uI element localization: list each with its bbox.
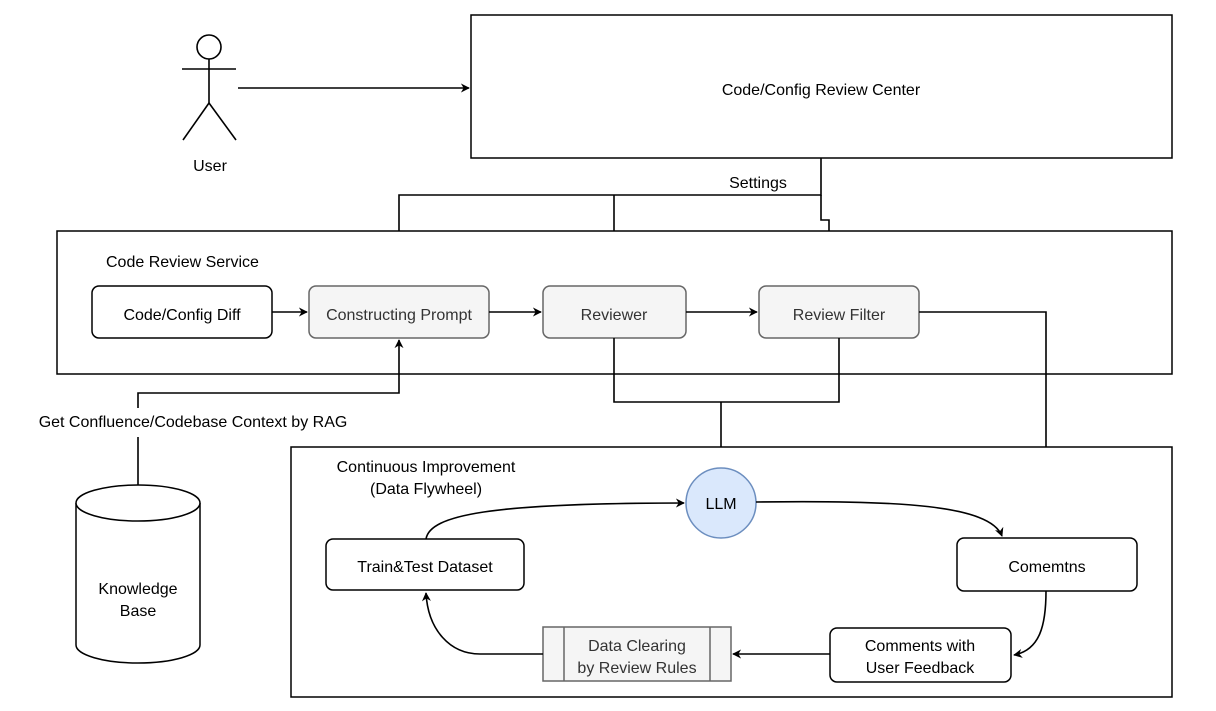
code-review-service-title: Code Review Service	[106, 254, 259, 271]
settings-label: Settings	[729, 175, 787, 192]
rag-label: Get Confluence/Codebase Context by RAG	[39, 414, 348, 431]
data-clearing-label-line1: Data Clearing	[588, 638, 686, 655]
user-actor-icon	[182, 34, 237, 141]
train-test-dataset-box[interactable]	[325, 538, 525, 591]
comments-feedback-label-line2: User Feedback	[866, 660, 975, 677]
train-test-dataset-label: Train&Test Dataset	[357, 559, 493, 576]
user-label: User	[193, 158, 227, 175]
continuous-improvement-title-line2: (Data Flywheel)	[370, 481, 482, 498]
data-clearing-box[interactable]	[542, 626, 732, 682]
comments-feedback-box[interactable]	[829, 627, 1012, 683]
continuous-improvement-title-line1: Continuous Improvement	[337, 459, 516, 476]
comments-box[interactable]	[956, 537, 1138, 592]
llm-node[interactable]	[685, 467, 757, 539]
rag-to-prompt-arrow	[137, 339, 404, 408]
knowledge-base-label-line1: Knowledge	[98, 581, 177, 598]
code-config-diff-label: Code/Config Diff	[123, 307, 241, 324]
knowledge-base-cylinder[interactable]	[75, 484, 201, 664]
filter-to-llm-line	[721, 338, 840, 403]
clearing-to-dataset-arrow	[421, 592, 543, 655]
reviewer-label: Reviewer	[581, 307, 648, 324]
knowledge-base-label-line2: Base	[120, 603, 157, 620]
comments-feedback-label-line1: Comments with	[865, 638, 975, 655]
review-filter-label: Review Filter	[793, 307, 886, 324]
dataset-to-llm-arrow	[425, 498, 685, 540]
constructing-prompt-label: Constructing Prompt	[326, 307, 472, 324]
comments-to-feedback-arrow	[1013, 590, 1047, 658]
data-clearing-label-line2: by Review Rules	[577, 660, 696, 677]
reviewer-to-llm-line	[613, 338, 721, 403]
llm-label: LLM	[705, 496, 736, 513]
review-center-box[interactable]	[470, 14, 1173, 159]
comments-label: Comemtns	[1008, 559, 1085, 576]
review-center-label: Code/Config Review Center	[722, 82, 921, 99]
llm-to-comments-arrow	[755, 500, 1004, 537]
